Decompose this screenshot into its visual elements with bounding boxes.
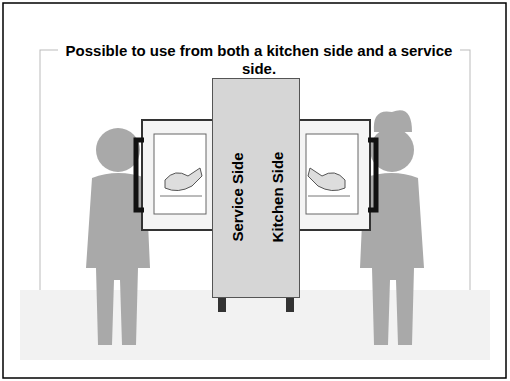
outer-frame bbox=[3, 3, 506, 378]
service-door bbox=[136, 120, 214, 230]
kitchen-door bbox=[298, 120, 376, 230]
title-text: Possible to use from both a kitchen side… bbox=[58, 42, 460, 78]
cabinet-leg bbox=[218, 296, 226, 312]
side-label: Service Side bbox=[229, 152, 246, 241]
cabinet-box: Service Side Kitchen Side bbox=[212, 78, 300, 298]
floor bbox=[20, 290, 490, 360]
cabinet-leg bbox=[286, 296, 294, 312]
side-label: Kitchen Side bbox=[269, 152, 286, 243]
